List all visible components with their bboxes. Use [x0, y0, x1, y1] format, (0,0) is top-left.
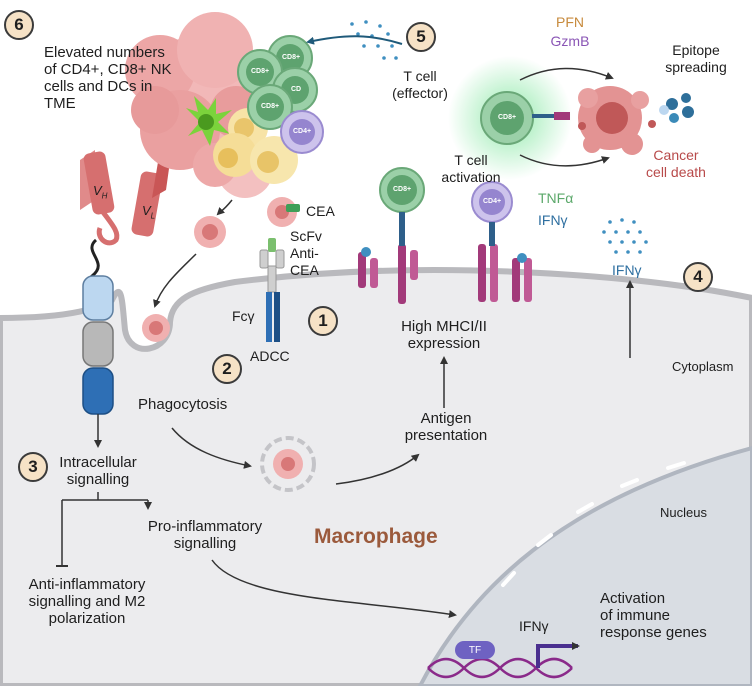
- scfv-anti-cea-label: ScFv Anti- CEA: [290, 228, 322, 278]
- tnfa-label: TNFα: [538, 190, 574, 206]
- vh-label: VH: [93, 183, 108, 201]
- cea-label: CEA: [306, 203, 335, 219]
- macrophage-label: Macrophage: [314, 525, 438, 548]
- released-cancer-cells: [142, 197, 297, 342]
- cd8-label: CD: [290, 86, 302, 93]
- phagosome: [260, 436, 316, 492]
- dna-helix: [427, 657, 573, 679]
- tf-shape: [455, 641, 495, 659]
- t-cell-activation-label: T cell activation: [441, 152, 501, 185]
- ifny-label-bottom: IFNγ: [519, 618, 549, 634]
- pro-inflammatory-label: Pro-inflammatory signalling: [147, 518, 263, 552]
- epitope-spheres: [659, 93, 694, 123]
- cd8-label: CD8+: [281, 54, 301, 61]
- activation-genes-label: Activation of immune response genes: [600, 590, 707, 641]
- nuclear-pores: [501, 461, 686, 587]
- step-number-1: 1: [308, 306, 338, 336]
- step-number-4: 4: [683, 262, 713, 292]
- cytoplasm-label: Cytoplasm: [672, 359, 734, 374]
- fcy-label: Fcγ: [232, 308, 255, 324]
- cd8-label: CD8+: [260, 103, 280, 110]
- cd8-label: CD8+: [392, 186, 412, 193]
- step-number-2: 2: [212, 354, 242, 384]
- phagocytosis-label: Phagocytosis: [138, 396, 228, 413]
- activating-t-cells: [379, 167, 513, 246]
- tf-label: TF: [468, 645, 482, 656]
- anti-inflammatory-label: Anti-inflammatory signalling and M2 pola…: [28, 576, 146, 627]
- dying-cancer-cell: [578, 86, 656, 155]
- mhc-molecules: [358, 244, 532, 304]
- ifny-label-right: IFNγ: [612, 262, 642, 278]
- gzmb-label: GzmB: [550, 33, 590, 49]
- secreted-dots-right: [602, 218, 648, 254]
- secreted-dots-top: [350, 20, 398, 60]
- step-number-5: 5: [406, 22, 436, 52]
- cd4-label: CD4+: [482, 198, 502, 205]
- effector-cd8-cell: [480, 91, 570, 145]
- step-number-3: 3: [18, 452, 48, 482]
- vl-label: VL: [142, 203, 156, 221]
- t-cell-effector-label: T cell (effector): [392, 68, 448, 101]
- ifny-label-top: IFNγ: [538, 212, 568, 228]
- antigen-presentation-label: Antigen presentation: [404, 410, 488, 444]
- tme-t-cells: [237, 35, 324, 154]
- fc-receptor-complex: [259, 204, 300, 342]
- nucleus-label: Nucleus: [660, 505, 707, 520]
- cd8-label: CD8+: [497, 114, 517, 121]
- step-number-6: 6: [4, 10, 34, 40]
- epitope-spreading-label: Epitope spreading: [665, 42, 727, 75]
- cd8-label: CD8+: [250, 68, 270, 75]
- cancer-cell-death-label: Cancer cell death: [646, 147, 706, 180]
- tumor-cluster: [125, 12, 298, 198]
- adcc-label: ADCC: [250, 348, 290, 364]
- high-mhc-label: High MHCI/II expression: [401, 318, 487, 352]
- pfn-label: PFN: [556, 14, 584, 30]
- intracellular-signalling-label: Intracellular signalling: [59, 454, 137, 488]
- cd4-label: CD4+: [292, 128, 312, 135]
- elevated-cells-label: Elevated numbers of CD4+, CD8+ NK cells …: [44, 44, 172, 112]
